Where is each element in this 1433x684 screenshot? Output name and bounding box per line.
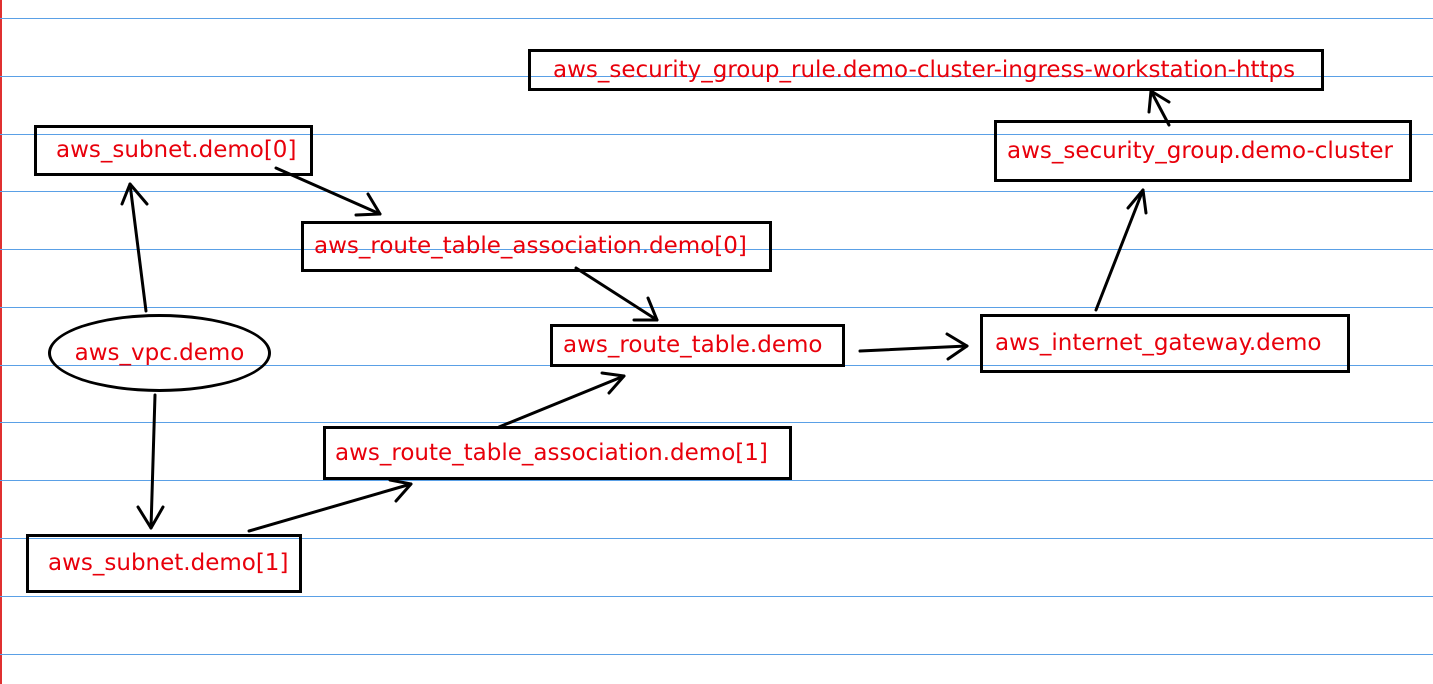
node-internet-gateway: aws_internet_gateway.demo (980, 314, 1350, 373)
edge-sg-to-sg-rule (1147, 89, 1171, 127)
ruled-line (0, 249, 1433, 250)
ruled-line (0, 18, 1433, 19)
node-rta1: aws_route_table_association.demo[1] (323, 426, 792, 480)
edge-rta1-to-route-table (497, 371, 626, 429)
node-rta0-label: aws_route_table_association.demo[0] (314, 233, 747, 259)
ruled-line (0, 307, 1433, 308)
ruled-line (0, 480, 1433, 481)
node-subnet0: aws_subnet.demo[0] (34, 125, 313, 176)
node-vpc-label: aws_vpc.demo (74, 339, 245, 366)
node-internet-gateway-label: aws_internet_gateway.demo (995, 330, 1322, 356)
node-subnet1: aws_subnet.demo[1] (26, 534, 302, 593)
node-sg-rule: aws_security_group_rule.demo-cluster-ing… (528, 49, 1324, 91)
margin-line (0, 0, 2, 684)
node-rta0: aws_route_table_association.demo[0] (301, 221, 772, 272)
node-subnet1-label: aws_subnet.demo[1] (48, 550, 289, 576)
node-security-group: aws_security_group.demo-cluster (994, 120, 1412, 182)
node-vpc: aws_vpc.demo (48, 314, 271, 392)
node-route-table-label: aws_route_table.demo (563, 332, 823, 358)
edge-route-table-to-igw (858, 332, 969, 361)
ruled-line (0, 538, 1433, 539)
ruled-line (0, 134, 1433, 135)
edge-vpc-to-subnet0 (120, 182, 149, 313)
node-sg-rule-label: aws_security_group_rule.demo-cluster-ing… (553, 56, 1296, 83)
ruled-line (0, 191, 1433, 192)
edge-vpc-to-subnet1 (136, 393, 165, 530)
edge-rta0-to-route-table (574, 266, 659, 322)
node-route-table: aws_route_table.demo (550, 324, 845, 367)
ruled-line (0, 422, 1433, 423)
ruled-line (0, 76, 1433, 77)
ruled-line (0, 654, 1433, 655)
ruled-line (0, 596, 1433, 597)
edge-igw-to-sg (1094, 188, 1148, 312)
node-security-group-label: aws_security_group.demo-cluster (1007, 137, 1394, 164)
node-rta1-label: aws_route_table_association.demo[1] (335, 439, 768, 466)
edge-subnet1-to-rta1 (247, 478, 413, 533)
node-subnet0-label: aws_subnet.demo[0] (56, 137, 297, 163)
